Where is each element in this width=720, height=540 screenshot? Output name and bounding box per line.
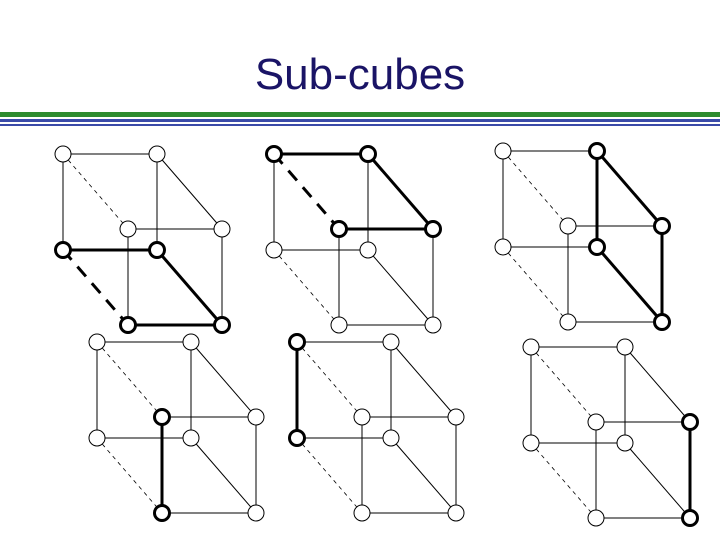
cube-edge xyxy=(156,153,223,230)
subcube-node xyxy=(288,333,306,351)
subcube-node xyxy=(265,145,283,163)
cube-edge xyxy=(624,442,691,519)
subcube-node xyxy=(653,217,671,235)
cube-node xyxy=(424,316,442,334)
cube-diagonal-edge xyxy=(530,346,597,423)
subcube-5 xyxy=(288,333,465,522)
subcube-node xyxy=(330,220,348,238)
subcube-diagonal-edge xyxy=(61,249,130,326)
subcube-node xyxy=(119,316,137,334)
cube-node xyxy=(522,338,540,356)
title-rule-green xyxy=(0,112,720,117)
subcube-node xyxy=(424,220,442,238)
subcube-edge xyxy=(155,249,224,326)
cube-node xyxy=(353,408,371,426)
cube-node xyxy=(494,142,512,160)
cube-node xyxy=(559,313,577,331)
subcube-node xyxy=(153,504,171,522)
cube-node xyxy=(522,434,540,452)
subcube-4 xyxy=(88,333,265,522)
cube-edge xyxy=(390,341,457,418)
cube-node xyxy=(148,145,166,163)
title-rule-blue-lower xyxy=(0,124,720,126)
cube-node xyxy=(382,429,400,447)
cube-diagonal-edge xyxy=(296,437,363,514)
cube-diagonal-edge xyxy=(96,437,163,514)
cube-node xyxy=(382,333,400,351)
cube-node xyxy=(247,408,265,426)
cube-node xyxy=(616,338,634,356)
subcube-diagonal-edge xyxy=(272,153,341,230)
subcube-node xyxy=(359,145,377,163)
cube-diagonal-edge xyxy=(62,153,129,230)
subcube-2 xyxy=(265,145,442,334)
subcube-node xyxy=(288,429,306,447)
subcube-node xyxy=(588,238,606,256)
cube-diagonal-edge xyxy=(296,341,363,418)
cube-node xyxy=(447,504,465,522)
cube-node xyxy=(587,413,605,431)
cube-node xyxy=(88,333,106,351)
cube-node xyxy=(494,238,512,256)
cube-diagonal-edge xyxy=(96,341,163,418)
cube-diagonal-edge xyxy=(502,150,569,227)
cube-diagonal-edge xyxy=(530,442,597,519)
cube-node xyxy=(587,509,605,527)
cube-edge xyxy=(367,249,434,326)
cube-edge xyxy=(390,437,457,514)
cube-node xyxy=(447,408,465,426)
subcube-node xyxy=(681,413,699,431)
subcube-edge xyxy=(595,150,664,227)
subcube-node xyxy=(153,408,171,426)
slide-title: Sub-cubes xyxy=(254,50,466,99)
cube-node xyxy=(353,504,371,522)
cube-edge xyxy=(190,341,257,418)
subcube-6 xyxy=(522,338,699,527)
cube-node xyxy=(182,429,200,447)
cube-node xyxy=(330,316,348,334)
cube-node xyxy=(182,333,200,351)
subcube-3 xyxy=(494,142,671,331)
subcube-node xyxy=(213,316,231,334)
cube-edge xyxy=(190,437,257,514)
cube-edge xyxy=(624,346,691,423)
subcube-node xyxy=(148,241,166,259)
cube-node xyxy=(213,220,231,238)
subcube-1 xyxy=(54,145,231,334)
subcube-node xyxy=(653,313,671,331)
cube-node xyxy=(88,429,106,447)
cube-node xyxy=(616,434,634,452)
subcube-node xyxy=(54,241,72,259)
cube-node xyxy=(247,504,265,522)
subcube-node xyxy=(681,509,699,527)
cube-diagonal-edge xyxy=(273,249,340,326)
cube-node xyxy=(54,145,72,163)
cube-node xyxy=(119,220,137,238)
subcube-edge xyxy=(595,246,664,323)
cube-diagonal-edge xyxy=(502,246,569,323)
cube-node xyxy=(359,241,377,259)
title-rule-blue-upper xyxy=(0,119,720,122)
subcube-edge xyxy=(366,153,435,230)
cube-node xyxy=(559,217,577,235)
subcube-node xyxy=(588,142,606,160)
cube-node xyxy=(265,241,283,259)
